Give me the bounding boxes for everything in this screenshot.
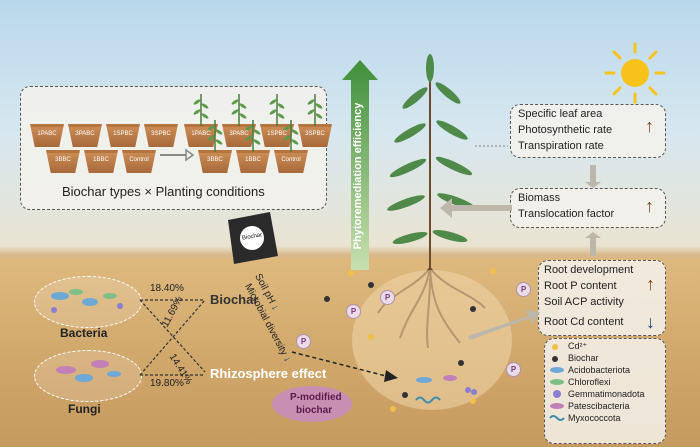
legend-taxon-3: Gemmatimonadota bbox=[568, 389, 645, 399]
legend-taxon-4: Patescibacteria bbox=[568, 401, 630, 411]
transition-arrow-icon bbox=[160, 148, 194, 162]
empty-pot: 3BBC bbox=[46, 150, 80, 173]
biochar-particle-icon bbox=[470, 306, 476, 312]
pot-label: 3PABC bbox=[75, 131, 95, 137]
root-trait-3: Soil ACP activity bbox=[544, 296, 624, 308]
cd-particle-icon bbox=[368, 334, 374, 340]
pot-label: 3SPBC bbox=[305, 131, 325, 137]
legend-cd: Cd²⁺ bbox=[568, 341, 588, 351]
cd-particle-icon bbox=[490, 268, 496, 274]
root-up-arrow: ↑ bbox=[646, 274, 655, 294]
planted-pot: 3BBC bbox=[198, 150, 232, 173]
planted-pot: 3SPBC bbox=[298, 124, 332, 147]
biochar-bag-icon bbox=[228, 212, 278, 264]
cd-legend-icon bbox=[552, 344, 558, 350]
seedling-icon bbox=[307, 94, 323, 126]
planting-caption: Biochar types × Planting conditions bbox=[62, 184, 265, 199]
p-particle-icon: P bbox=[346, 304, 361, 319]
planted-pot: 1BBC bbox=[236, 150, 270, 173]
empty-pot: 3SPBC bbox=[144, 124, 178, 147]
p-biochar-label-1: P-modified bbox=[290, 392, 342, 403]
seedling-icon bbox=[283, 120, 299, 152]
legend-taxon-2: Chloroflexi bbox=[568, 377, 611, 387]
cd-particle-icon bbox=[390, 406, 396, 412]
pct-bacteria-biochar: 18.40% bbox=[150, 283, 184, 294]
seedling-icon bbox=[245, 120, 261, 152]
biochar-particle-icon bbox=[402, 392, 408, 398]
empty-pot: 1SPBC bbox=[106, 124, 140, 147]
biomass-label: Biomass bbox=[518, 192, 561, 204]
empty-pot: 3PABC bbox=[68, 124, 102, 147]
root-cd-down-arrow: ↓ bbox=[646, 312, 655, 332]
p-particle-icon: P bbox=[380, 290, 395, 305]
planting-panel bbox=[20, 86, 327, 210]
biomass-box bbox=[510, 188, 666, 228]
biochar-effect-label: Biochar bbox=[210, 292, 259, 307]
pct-fungi-rhizosphere: 19.80% bbox=[150, 378, 184, 389]
biochar-particle-icon bbox=[458, 360, 464, 366]
leaf-trait-2: Photosynthetic rate bbox=[518, 124, 613, 136]
microbe-legend-icons bbox=[549, 367, 565, 421]
root-trait-2: Root P content bbox=[544, 280, 617, 292]
leaf-trait-1: Specific leaf area bbox=[518, 108, 603, 120]
pot-label: Control bbox=[129, 157, 149, 163]
pot-label: 1BBC bbox=[245, 157, 261, 163]
biomass-up-arrow: ↑ bbox=[645, 196, 654, 216]
seedling-icon bbox=[207, 120, 223, 152]
legend-taxon-5: Myxococcota bbox=[568, 413, 621, 423]
cd-particle-icon bbox=[348, 270, 354, 276]
leaf-traits-box bbox=[510, 104, 666, 158]
bacteria-label: Bacteria bbox=[60, 326, 108, 340]
root-traits-box bbox=[538, 260, 666, 336]
leaf-traits-up-arrow: ↑ bbox=[645, 116, 654, 136]
biochar-to-root-arrow bbox=[291, 351, 398, 382]
p-particle-icon: P bbox=[516, 282, 531, 297]
p-particle-icon: P bbox=[296, 334, 311, 349]
translocation-label: Translocation factor bbox=[518, 208, 615, 220]
rhizosphere-effect-label: Rhizosphere effect bbox=[210, 366, 327, 381]
empty-pot: 1BBC bbox=[84, 150, 118, 173]
legend-box bbox=[544, 338, 666, 444]
p-particle-icon: P bbox=[506, 362, 521, 377]
root-trait-1: Root development bbox=[544, 264, 634, 276]
rhizosphere-zone bbox=[352, 270, 512, 410]
empty-pot: Control bbox=[122, 150, 156, 173]
biochar-particle-icon bbox=[324, 296, 330, 302]
seedling-icon bbox=[231, 94, 247, 126]
seedling-icon bbox=[193, 94, 209, 126]
pot-label: 1PABC bbox=[191, 131, 211, 137]
fungi-label: Fungi bbox=[68, 402, 101, 416]
cd-particle-icon bbox=[470, 398, 476, 404]
pot-label: 3PABC bbox=[229, 131, 249, 137]
pot-label: 1SPBC bbox=[267, 131, 287, 137]
legend-taxon-1: Acidobacteriota bbox=[568, 365, 631, 375]
p-biochar-blob bbox=[272, 386, 352, 422]
pot-label: Control bbox=[281, 157, 301, 163]
pot-label: 1BBC bbox=[93, 157, 109, 163]
efficiency-arrow-icon bbox=[342, 60, 378, 270]
empty-pot: 1PABC bbox=[30, 124, 64, 147]
p-biochar-label-2: biochar bbox=[296, 405, 333, 416]
pot-label: 3SPBC bbox=[151, 131, 171, 137]
pot-label: 3BBC bbox=[207, 157, 223, 163]
leaf-trait-3: Transpiration rate bbox=[518, 140, 604, 152]
pot-label: 1PABC bbox=[37, 131, 57, 137]
biochar-particle-icon bbox=[368, 282, 374, 288]
planted-pot: Control bbox=[274, 150, 308, 173]
pot-label: 1SPBC bbox=[113, 131, 133, 137]
pot-label: 3BBC bbox=[55, 157, 71, 163]
microbe-cluster-icons bbox=[51, 289, 123, 382]
biochar-legend-icon bbox=[552, 356, 558, 362]
seedling-icon bbox=[269, 94, 285, 126]
legend-biochar: Biochar bbox=[568, 353, 599, 363]
root-microbes-icons bbox=[415, 375, 477, 404]
root-cd-label: Root Cd content bbox=[544, 316, 624, 328]
sun-icon bbox=[604, 42, 666, 104]
